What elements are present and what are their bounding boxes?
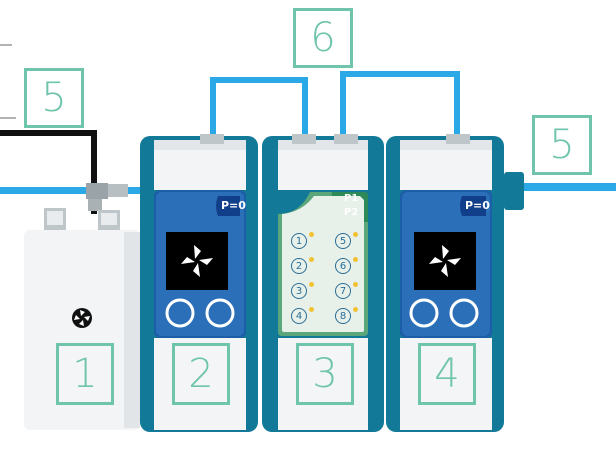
label-unit-1: 1 xyxy=(56,343,114,405)
keypad-led xyxy=(353,257,358,262)
unit-3-p1-badge: P1 xyxy=(344,193,359,204)
unit-4-screen-fan-logo-icon xyxy=(429,245,461,277)
tube-connector xyxy=(86,183,128,211)
label-unit-3: 3 xyxy=(296,343,354,405)
keypad-led xyxy=(353,307,358,312)
black-tube xyxy=(0,130,97,214)
label-connection: 6 xyxy=(293,8,353,68)
unit-2 xyxy=(140,134,258,432)
keypad-key-5[interactable]: 5 xyxy=(335,233,351,249)
unit-4-pressure-badge: P=0 xyxy=(465,199,490,212)
label-unit-2: 2 xyxy=(172,343,230,405)
keypad-key-2[interactable]: 2 xyxy=(291,258,307,274)
keypad-led xyxy=(353,282,358,287)
keypad-key-4[interactable]: 4 xyxy=(291,308,307,324)
keypad-key-1[interactable]: 1 xyxy=(291,233,307,249)
unit-1-fan-logo-icon xyxy=(72,308,92,328)
left-blue-tube xyxy=(0,187,148,194)
label-left-tube: 5 xyxy=(24,68,84,128)
label-unit-4: 4 xyxy=(418,343,476,405)
keypad-key-8[interactable]: 8 xyxy=(335,308,351,324)
keypad-key-7[interactable]: 7 xyxy=(335,283,351,299)
keypad-key-3[interactable]: 3 xyxy=(291,283,307,299)
unit-2-pressure-badge: P=0 xyxy=(221,199,246,212)
keypad-led xyxy=(309,282,314,287)
unit-2-screen-fan-logo-icon xyxy=(181,245,213,277)
keypad-led xyxy=(309,257,314,262)
keypad-led xyxy=(309,232,314,237)
label-right-tube: 5 xyxy=(532,115,592,175)
keypad-led xyxy=(353,232,358,237)
keypad-led xyxy=(309,307,314,312)
unit-3-p2-badge: P2 xyxy=(344,207,359,218)
keypad-key-6[interactable]: 6 xyxy=(335,258,351,274)
right-blue-tube xyxy=(522,183,616,191)
connection-tube-a xyxy=(210,77,308,136)
connection-tube-b xyxy=(340,71,460,136)
